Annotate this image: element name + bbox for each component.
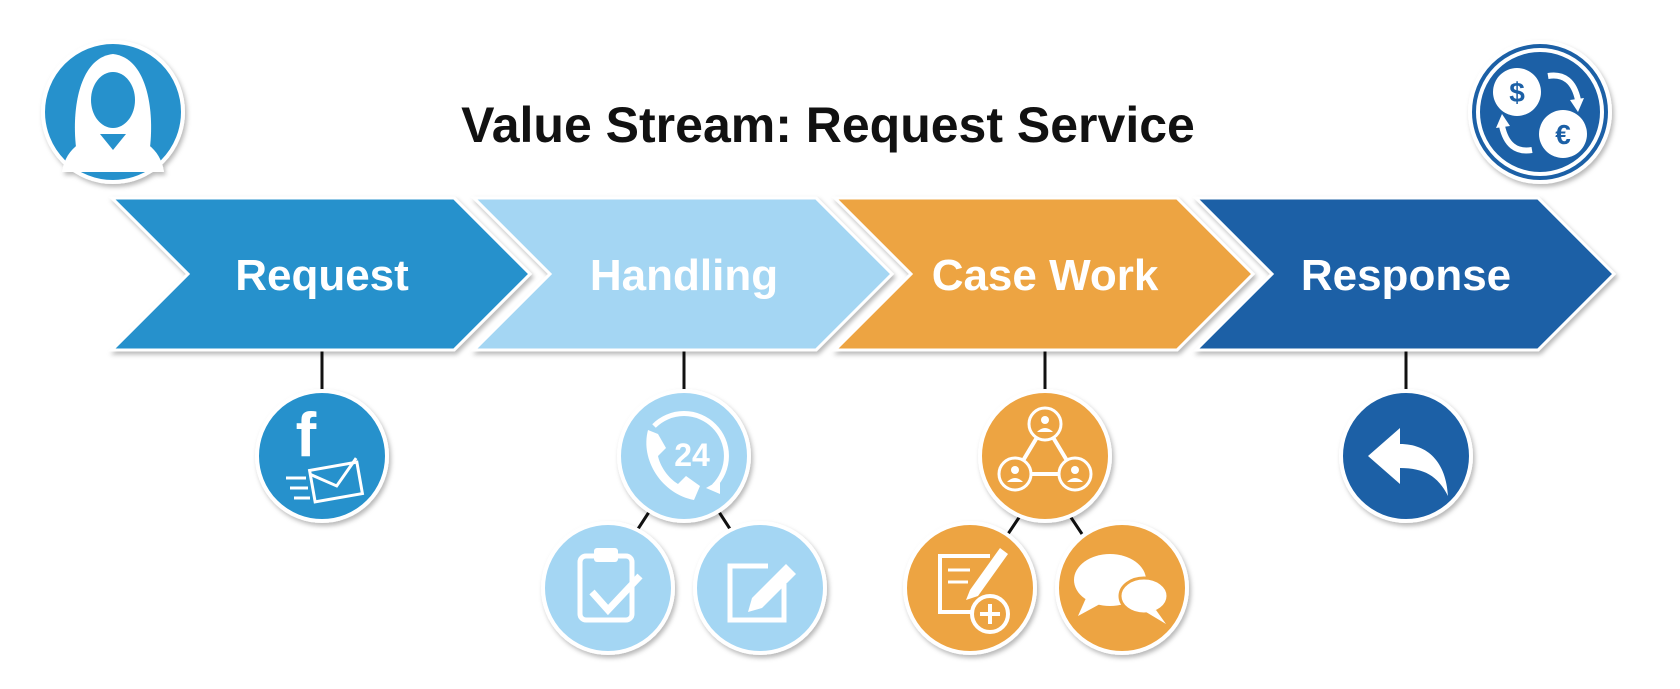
add-document-icon [903, 521, 1037, 655]
phone-24-icon: 24 [617, 389, 751, 523]
stage-label: Response [1301, 251, 1511, 300]
stage-label: Request [235, 251, 409, 300]
svg-text:$: $ [1509, 77, 1525, 108]
clipboard-check-icon [541, 521, 675, 655]
diagram-title: Value Stream: Request Service [461, 97, 1195, 153]
stage-label: Handling [590, 251, 778, 300]
svg-text:24: 24 [674, 437, 710, 473]
facebook-mail-icon: f [255, 389, 389, 523]
connector-lines [320, 350, 1408, 535]
network-people-icon [978, 389, 1112, 523]
edit-note-icon [693, 521, 827, 655]
reply-arrow-icon [1339, 389, 1473, 523]
chat-bubbles-icon [1055, 521, 1189, 655]
stage-response: Response [1192, 196, 1617, 352]
stage-label: Case Work [932, 251, 1159, 300]
svg-text:f: f [296, 401, 317, 470]
stage-handling: Handling [470, 196, 895, 352]
stage-request: Request [108, 196, 533, 352]
svg-text:€: € [1555, 119, 1571, 150]
stage-case-work: Case Work [831, 196, 1256, 352]
customer-woman-icon [41, 40, 185, 184]
currency-exchange-icon: $ € [1468, 40, 1612, 184]
